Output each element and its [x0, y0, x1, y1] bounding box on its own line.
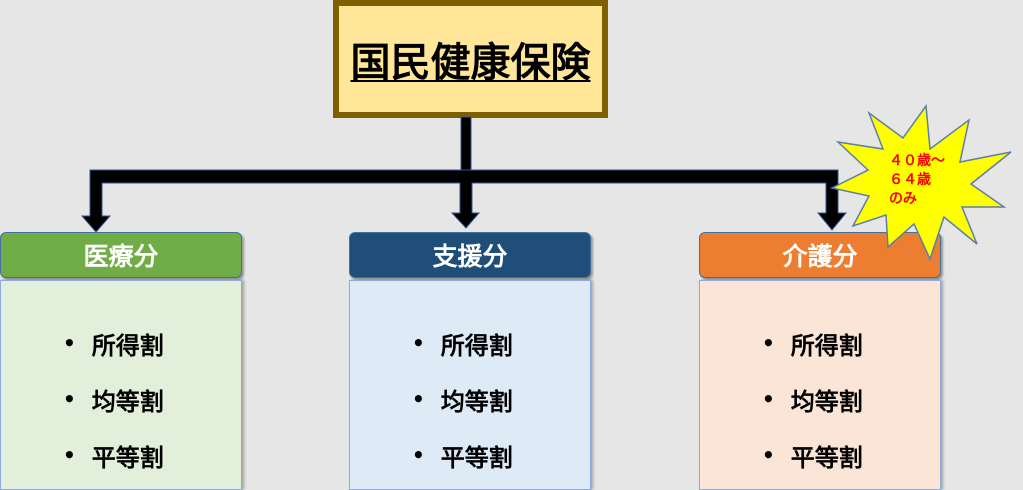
branch-label: 医療分 — [83, 242, 159, 271]
branch-body-medical: •所得割 •均等割 •平等割 — [0, 280, 242, 490]
list-item: •平等割 — [63, 443, 164, 472]
age-note: ４０歳～６４歳のみ — [889, 153, 945, 207]
branch-label: 介護分 — [782, 242, 858, 271]
stem-line — [460, 116, 472, 178]
branch-body-support: •所得割 •均等割 •平等割 — [349, 280, 591, 490]
branch-arrows — [80, 169, 848, 233]
list-item: •均等割 — [63, 387, 164, 416]
branch-body-care: •所得割 •均等割 •平等割 — [699, 280, 941, 490]
starburst-callout — [829, 104, 1012, 262]
title-box: 国民健康保険 — [333, 0, 608, 118]
branch-header-care: 介護分 — [699, 232, 941, 278]
branch-header-support: 支援分 — [349, 232, 591, 278]
list-item: •平等割 — [762, 443, 863, 472]
branch-header-medical: 医療分 — [0, 232, 242, 278]
title: 国民健康保険 — [350, 40, 591, 86]
list-item: •所得割 — [762, 331, 863, 360]
list-item: •平等割 — [412, 443, 513, 472]
list-item: •所得割 — [63, 331, 164, 360]
list-item: •均等割 — [412, 387, 513, 416]
branch-label: 支援分 — [432, 242, 508, 271]
list-item: •所得割 — [412, 331, 513, 360]
list-item: •均等割 — [762, 387, 863, 416]
